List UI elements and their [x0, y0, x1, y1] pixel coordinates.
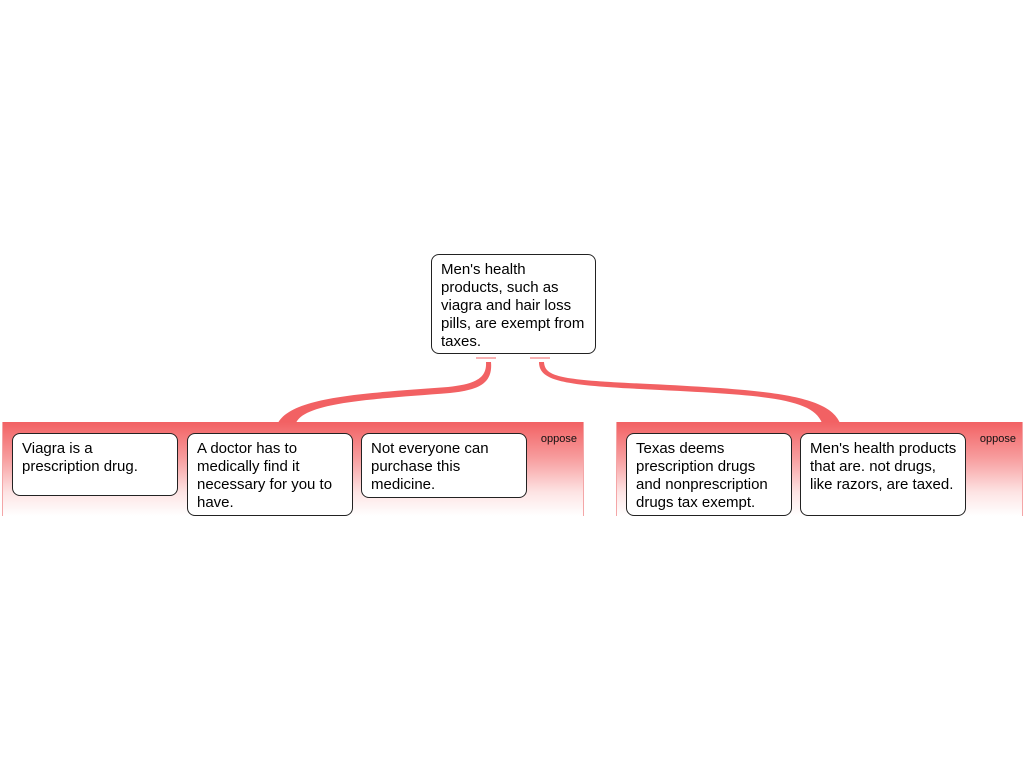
group-label-oppose: oppose [979, 433, 1016, 445]
group-label-oppose: oppose [540, 433, 577, 445]
connector-right [539, 362, 840, 423]
reason-node-viagra-prescription[interactable]: Viagra is a prescription drug. [12, 433, 178, 496]
connector-left [278, 362, 492, 423]
reason-node-non-drugs-taxed[interactable]: Men's health products that are. not drug… [800, 433, 966, 516]
reason-node-texas-tax-exempt[interactable]: Texas deems prescription drugs and nonpr… [626, 433, 792, 516]
reason-node-doctor-necessary[interactable]: A doctor has to medically find it necess… [187, 433, 353, 516]
root-claim-node[interactable]: Men's health products, such as viagra an… [431, 254, 596, 354]
reason-node-not-everyone-purchase[interactable]: Not everyone can purchase this medicine. [361, 433, 527, 498]
